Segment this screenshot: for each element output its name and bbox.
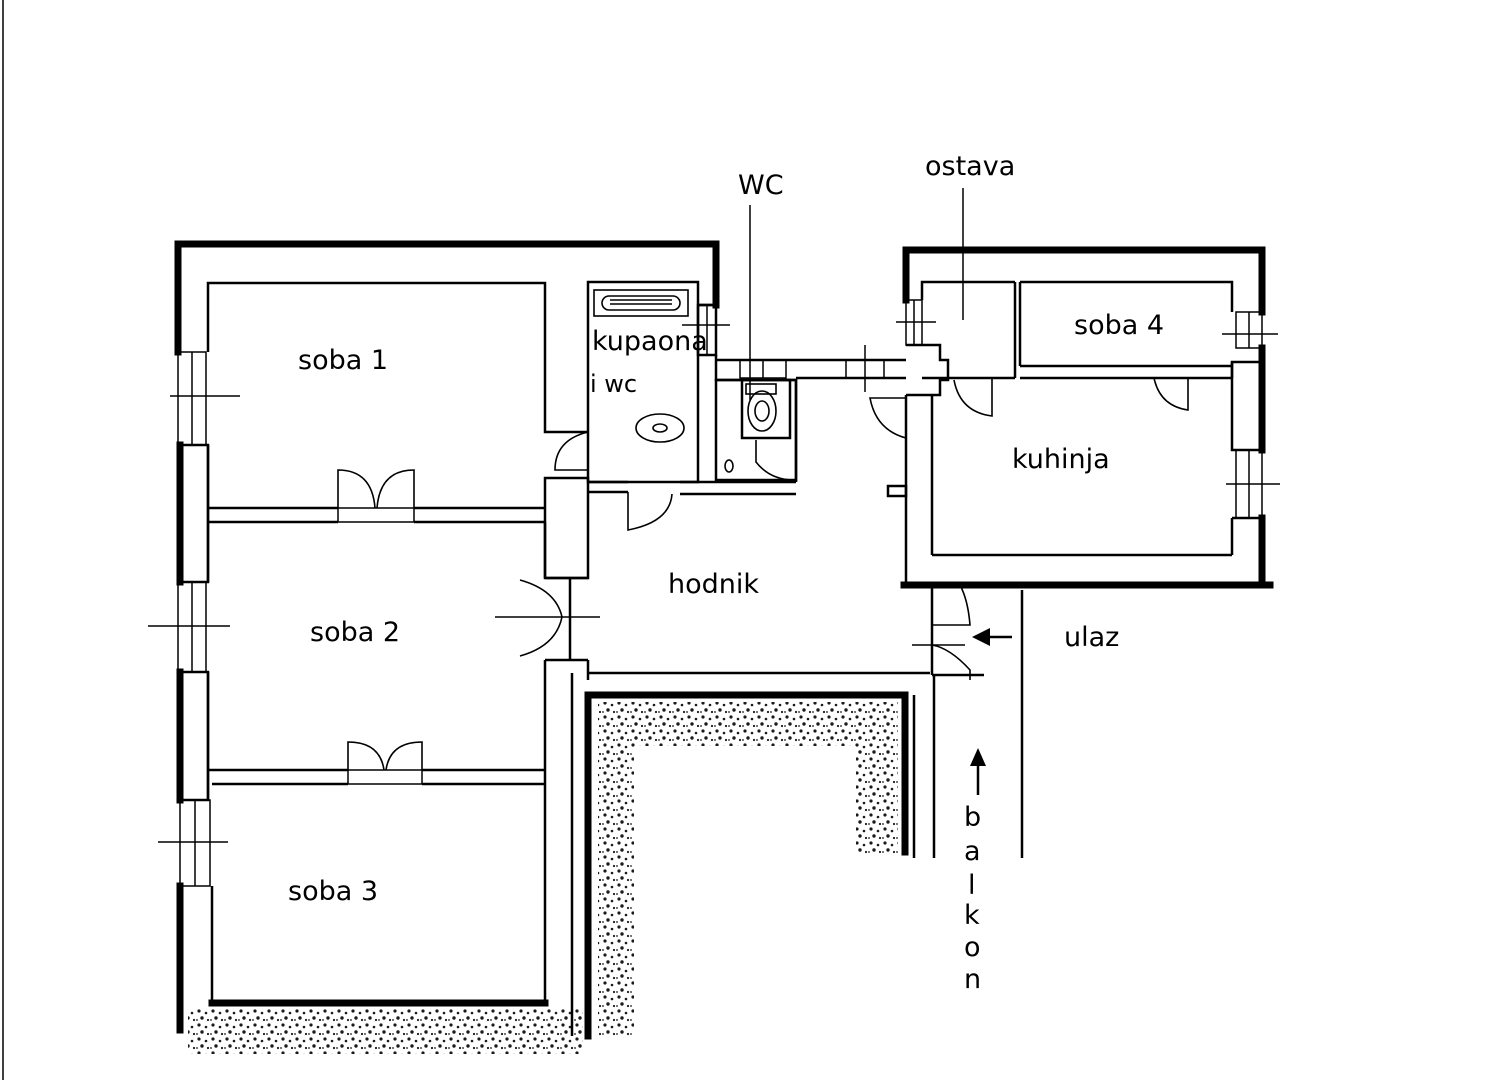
entrance — [912, 584, 1024, 858]
balkon-letter: b — [964, 802, 981, 833]
window-soba4 — [1222, 311, 1278, 349]
door-soba2-soba3 — [347, 741, 423, 785]
entrance-arrow-icon — [972, 628, 1012, 646]
balcony-walls — [570, 673, 916, 1040]
room-label-kupaona: kupaona — [592, 326, 708, 357]
balkon-label: b a l k o n — [964, 802, 981, 995]
window-left-3 — [158, 799, 228, 887]
wc-room — [714, 345, 906, 482]
balkon-arrow-icon — [970, 748, 986, 795]
window-ostava — [896, 299, 936, 346]
balkon-letter: o — [964, 932, 981, 963]
door-kuhinja — [869, 397, 907, 440]
room-label-wc: WC — [738, 170, 784, 201]
room-label-soba3: soba 3 — [288, 876, 378, 907]
door-soba4 — [1153, 377, 1189, 411]
window-kuhinja — [1226, 449, 1280, 519]
room-label-kupaona-wc: i wc — [590, 370, 637, 398]
door-soba1-soba2 — [337, 469, 415, 523]
bathroom — [554, 280, 796, 531]
balkon-letter: n — [964, 964, 981, 995]
sink-icon — [635, 413, 685, 443]
window-left-1 — [170, 351, 240, 446]
window-left-2 — [148, 581, 230, 673]
room-label-kuhinja: kuhinja — [1012, 444, 1110, 475]
room-label-soba4: soba 4 — [1074, 310, 1164, 341]
door-ostava — [953, 378, 993, 417]
right-block-walls — [869, 246, 1280, 589]
wc-sink-icon — [724, 459, 734, 473]
room-label-soba2: soba 2 — [310, 617, 400, 648]
planter-shrubs — [188, 702, 898, 1054]
room-label-soba1: soba 1 — [298, 345, 388, 376]
room-label-ostava: ostava — [925, 151, 1015, 182]
toilet-icon — [745, 383, 777, 432]
room-label-hodnik: hodnik — [668, 569, 759, 600]
door-soba2-hodnik — [495, 579, 600, 657]
balkon-letter: a — [964, 836, 981, 867]
bathtub-icon — [593, 289, 689, 317]
balkon-letter: k — [964, 900, 980, 931]
balkon-letter: l — [968, 870, 976, 901]
left-block-walls — [148, 240, 930, 1034]
entrance-label: ulaz — [1064, 622, 1119, 653]
